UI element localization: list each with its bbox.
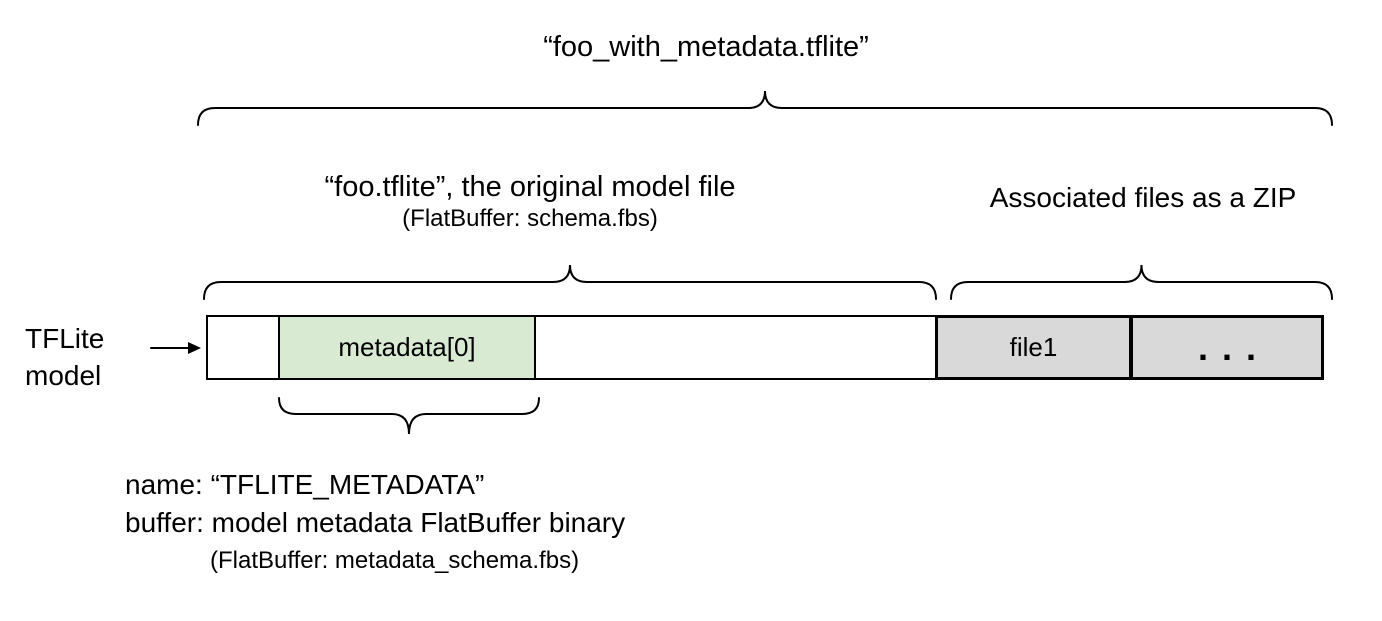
tflite-model-label-line2: model bbox=[25, 360, 102, 391]
model-section-brace bbox=[203, 264, 937, 300]
model-section-subtitle: (FlatBuffer: schema.fbs) bbox=[402, 205, 658, 232]
segment-file1: file1 bbox=[935, 315, 1132, 380]
segment-more-files: ... bbox=[1130, 315, 1324, 380]
whole-file-brace bbox=[197, 90, 1333, 126]
model-section-title: “foo.tflite”, the original model file bbox=[324, 171, 736, 203]
metadata-annotation-schema: (FlatBuffer: metadata_schema.fbs) bbox=[210, 547, 580, 574]
tflite-model-label: TFLite model bbox=[25, 320, 104, 394]
segment-model-head bbox=[206, 315, 280, 380]
metadata-annotation-buffer: buffer: model metadata FlatBuffer binary bbox=[125, 507, 626, 538]
segment-metadata: metadata[0] bbox=[278, 315, 536, 380]
model-section-label: “foo.tflite”, the original model file (F… bbox=[250, 170, 810, 233]
tflite-model-label-line1: TFLite bbox=[25, 323, 105, 354]
segment-model-rest bbox=[534, 315, 937, 380]
zip-section-brace bbox=[950, 264, 1333, 300]
zip-section-label: Associated files as a ZIP bbox=[989, 182, 1297, 213]
metadata-segment-brace bbox=[278, 397, 540, 435]
right-arrow-icon bbox=[150, 342, 201, 354]
diagram-title: “foo_with_metadata.tflite” bbox=[543, 31, 869, 63]
model-layout-bar: metadata[0] file1 ... bbox=[206, 315, 1324, 380]
metadata-annotation: name: “TFLITE_METADATA” buffer: model me… bbox=[125, 466, 625, 580]
metadata-annotation-name: name: “TFLITE_METADATA” bbox=[125, 469, 485, 500]
